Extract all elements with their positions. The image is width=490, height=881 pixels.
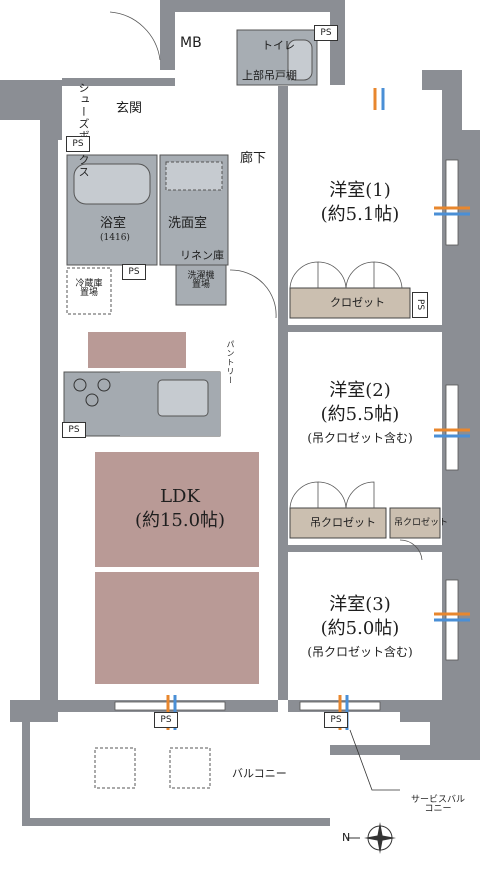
closet-label: クロゼット	[330, 296, 385, 309]
hanging-closet-label: 吊クロゼット	[310, 516, 376, 529]
ps-marker: PS	[122, 264, 146, 280]
ldk-floor	[88, 332, 259, 684]
mb-label: MB	[180, 35, 202, 51]
ps-marker: PS	[412, 292, 428, 318]
closets	[289, 287, 441, 539]
room2-note-label: (吊クロゼット含む)	[307, 431, 413, 445]
door-swings	[109, 11, 423, 561]
linen-label: リネン庫	[180, 249, 224, 262]
bath-label: 浴室	[100, 216, 127, 231]
entrance-label: 玄関	[116, 101, 143, 116]
ldk-label: LDK	[160, 486, 200, 507]
pantry-label: パントリー	[226, 340, 235, 385]
bath-size-label: (1416)	[100, 233, 130, 243]
ps-marker: PS	[62, 422, 86, 438]
ldk-size-label: (約15.0帖)	[134, 510, 226, 531]
room2-label: 洋室(2)	[329, 380, 391, 401]
hanging-closet-2-label: 吊クロゼット	[394, 518, 449, 528]
corridor-label: 廊下	[240, 151, 267, 166]
washer-label: 洗濯機置場	[187, 271, 215, 290]
room3-note-label: (吊クロゼット含む)	[307, 645, 413, 659]
fridge-label: 冷蔵庫置場	[75, 279, 103, 298]
room1-size-label: (約5.1帖)	[320, 204, 400, 225]
compass-label: N	[342, 831, 351, 844]
washroom-label: 洗面室	[168, 216, 208, 231]
kitchen-counter	[63, 371, 221, 437]
appliance-spaces	[66, 267, 211, 789]
ps-marker: PS	[154, 712, 178, 728]
service-balcony-label: サービスバルコニー	[410, 795, 465, 814]
toilet-cabinet-label: 上部吊戸棚	[242, 69, 297, 82]
service-balcony-leader	[349, 729, 400, 791]
room2-size-label: (約5.5帖)	[320, 404, 400, 425]
ps-marker: PS	[66, 136, 90, 152]
wet-areas	[66, 29, 318, 306]
compass-rose	[346, 822, 396, 854]
ps-marker: PS	[314, 25, 338, 41]
ps-marker: PS	[324, 712, 348, 728]
balcony-label: バルコニー	[232, 767, 287, 780]
shoe-box-label: シューズボックス	[77, 82, 90, 178]
room3-size-label: (約5.0帖)	[320, 618, 400, 639]
toilet-label: トイレ	[262, 39, 295, 52]
room3-label: 洋室(3)	[329, 594, 391, 615]
room1-label: 洋室(1)	[329, 180, 391, 201]
